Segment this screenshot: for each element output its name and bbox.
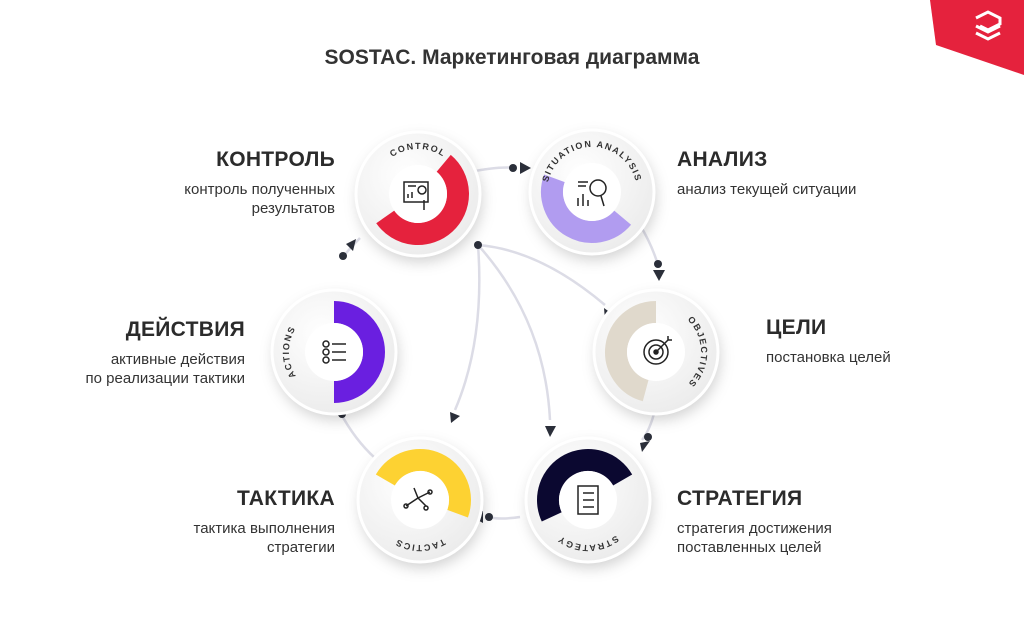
- stage-desc: постановка целей: [766, 349, 891, 366]
- stage-circle-analysis: SITUATION ANALYSIS: [528, 128, 656, 256]
- stage-desc: по реализации тактики: [85, 370, 246, 387]
- play-scheme-icon: [403, 487, 433, 511]
- circle-rim: [356, 436, 484, 564]
- progress-arc: [605, 301, 657, 402]
- progress-arc: [376, 154, 469, 245]
- stage-actions-block: ДЕЙСТВИЯ активные действия по реализации…: [5, 318, 246, 388]
- stage-desc: результатов: [251, 200, 335, 217]
- stage-analysis-block: АНАЛИЗ анализ текущей ситуации: [677, 148, 917, 199]
- stage-heading: ТАКТИКА: [236, 487, 335, 510]
- circle-rim: [524, 436, 652, 564]
- inner-disc: [389, 165, 447, 223]
- connector-markers: [336, 162, 665, 523]
- stage-desc: стратегии: [267, 539, 335, 556]
- stage-circle-strategy: STRATEGY: [524, 436, 652, 564]
- inner-disc: [563, 163, 621, 221]
- chart-magnifier-icon: [577, 179, 607, 207]
- circle-rim: [592, 288, 720, 416]
- progress-arc: [375, 449, 471, 518]
- circle-rim: [354, 130, 482, 258]
- circle-rim: [270, 288, 398, 416]
- stage-circle-objectives: OBJECTIVES: [592, 288, 720, 416]
- brand-logo-icon: [930, 0, 1024, 75]
- stage-tactics-block: ТАКТИКА тактика выполнения стратегии: [95, 487, 335, 557]
- progress-arc: [537, 449, 633, 522]
- stage-objectives-block: ЦЕЛИ постановка целей: [766, 316, 1006, 367]
- stage-heading: ДЕЙСТВИЯ: [125, 318, 245, 341]
- stage-strategy-block: СТРАТЕГИЯ стратегия достижения поставлен…: [677, 487, 917, 557]
- stage-control-block: КОНТРОЛЬ контроль полученных результатов: [95, 148, 335, 218]
- circle-rim: [528, 128, 656, 256]
- stage-heading: КОНТРОЛЬ: [216, 148, 335, 171]
- stage-desc: стратегия достижения: [677, 520, 832, 537]
- target-icon: [643, 336, 672, 365]
- stage-circle-tactics: TACTICS: [356, 436, 484, 564]
- stage-heading: ЦЕЛИ: [766, 316, 827, 339]
- stage-desc: активные действия: [110, 351, 245, 368]
- progress-arc: [333, 301, 385, 403]
- clipboard-plan-icon: [577, 485, 599, 515]
- page-title: SOSTAC. Маркетинговая диаграмма: [324, 46, 700, 69]
- dashboard-touch-icon: [403, 181, 429, 210]
- progress-arc: [541, 174, 632, 243]
- stage-circle-actions: ACTIONS: [270, 288, 398, 416]
- ring-label: ACTIONS: [281, 324, 298, 380]
- stage-desc: контроль полученных: [184, 181, 335, 198]
- stage-circle-control: CONTROL: [354, 130, 482, 258]
- checklist-icon: [322, 340, 346, 364]
- stage-heading: АНАЛИЗ: [677, 148, 768, 171]
- stage-desc: тактика выполнения: [193, 520, 335, 537]
- stage-heading: СТРАТЕГИЯ: [677, 487, 803, 510]
- stage-desc: анализ текущей ситуации: [677, 181, 857, 198]
- stage-desc: поставленных целей: [677, 539, 822, 556]
